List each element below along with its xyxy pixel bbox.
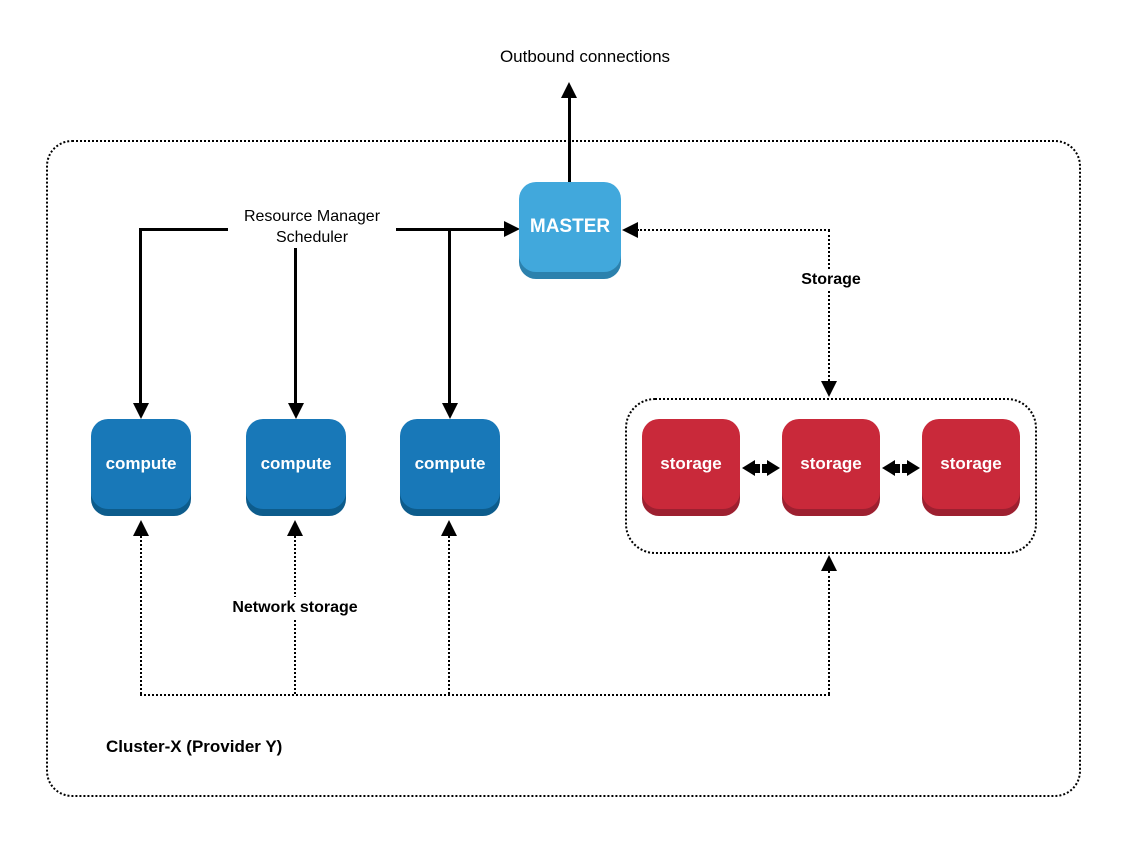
arrow-bar [755, 463, 760, 473]
storage-to-master-line [637, 229, 830, 231]
network-to-compute1-line [140, 536, 142, 694]
network-to-storage-group-line [828, 571, 830, 694]
cluster-title: Cluster-X (Provider Y) [106, 737, 283, 756]
arrow-down-icon [442, 403, 458, 419]
arrow-left-icon [742, 460, 755, 476]
storage-node-2: storage [782, 419, 880, 509]
arrow-left-icon [882, 460, 895, 476]
arrow-right-icon [504, 221, 520, 237]
master-node: MASTER [519, 182, 621, 272]
arrow-up-icon [287, 520, 303, 536]
storage-node-1: storage [642, 419, 740, 509]
arrow-bar [902, 463, 907, 473]
arrow-down-icon [821, 381, 837, 397]
storage-group-boundary [625, 398, 1037, 554]
network-to-compute3-line [448, 536, 450, 694]
storage-flow-label: Storage [790, 269, 872, 290]
arrow-down-icon [133, 403, 149, 419]
compute-node-1: compute [91, 419, 191, 509]
bidirectional-arrow-icon [742, 460, 780, 476]
arrow-bar [895, 463, 900, 473]
resource-manager-label: Resource Manager Scheduler [228, 206, 396, 248]
compute-node-3: compute [400, 419, 500, 509]
arrow-up-icon [561, 82, 577, 98]
arrow-right-icon [907, 460, 920, 476]
arrow-right-icon [767, 460, 780, 476]
network-storage-bus-line [140, 694, 830, 696]
outbound-connector-line [568, 98, 571, 182]
storage-node-3: storage [922, 419, 1020, 509]
arrow-up-icon [133, 520, 149, 536]
arrow-up-icon [441, 520, 457, 536]
master-to-storage-line [828, 230, 830, 381]
cluster-boundary [46, 140, 1081, 797]
compute1-connector-line [139, 228, 142, 404]
compute-node-2: compute [246, 419, 346, 509]
arrow-left-icon [622, 222, 638, 238]
arrow-gap [760, 463, 762, 473]
arrow-gap [900, 463, 902, 473]
outbound-connections-label: Outbound connections [499, 47, 671, 66]
resource-manager-label-line2: Scheduler [275, 229, 349, 246]
compute2-connector-line [294, 228, 297, 404]
bidirectional-arrow-icon [882, 460, 920, 476]
arrow-up-icon [821, 555, 837, 571]
arrow-bar [762, 463, 767, 473]
resource-manager-label-line1: Resource Manager [243, 208, 381, 225]
compute3-connector-line [448, 228, 451, 404]
arrow-down-icon [288, 403, 304, 419]
network-storage-label: Network storage [213, 597, 377, 618]
